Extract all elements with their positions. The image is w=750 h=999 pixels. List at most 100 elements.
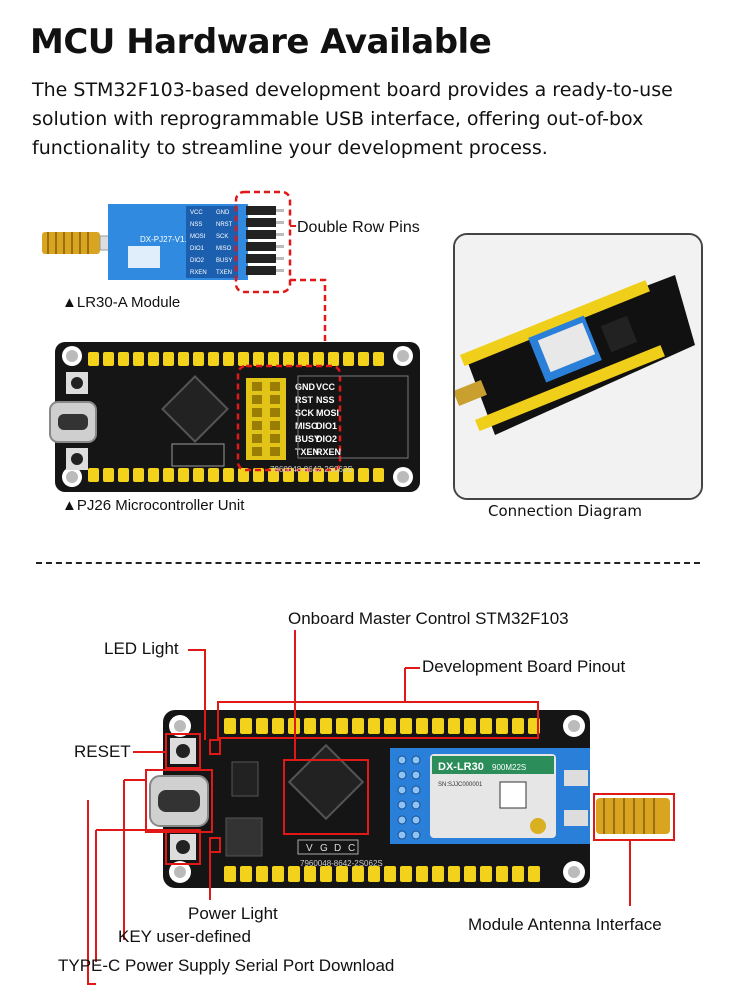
header-pin-label: GND	[295, 382, 316, 392]
board-pin	[320, 866, 332, 882]
header-hole	[270, 395, 280, 404]
module-pad	[411, 800, 421, 810]
pinout-label: Development Board Pinout	[422, 657, 626, 676]
module-pin-label: DIO2	[190, 258, 205, 264]
header-pin-label: DIO2	[316, 434, 337, 444]
board-pin	[268, 352, 279, 366]
board-pin	[448, 866, 460, 882]
board-pin	[253, 468, 264, 482]
board-pin	[256, 866, 268, 882]
vgdc-label: G	[320, 843, 328, 854]
header-hole	[252, 408, 262, 417]
module-pad	[411, 755, 421, 765]
board-pin	[313, 352, 324, 366]
board-pin	[238, 352, 249, 366]
board-pin	[256, 718, 268, 734]
board-pin	[480, 866, 492, 882]
board-pin	[328, 468, 339, 482]
module-antenna	[42, 232, 115, 254]
board-pin	[133, 352, 144, 366]
module-pin-label: BUSY	[216, 258, 232, 264]
intro-paragraph: The STM32F103-based development board pr…	[32, 79, 673, 159]
header-hole	[270, 434, 280, 443]
board-pin	[88, 352, 99, 366]
board-pin	[163, 352, 174, 366]
board-pin	[148, 352, 159, 366]
board-pin	[238, 468, 249, 482]
header-pin	[246, 254, 276, 263]
board-pin	[193, 352, 204, 366]
module-pin-label: TXEN	[216, 270, 232, 276]
mcu-chip	[161, 375, 229, 443]
header-hole	[270, 382, 280, 391]
board-pin	[208, 468, 219, 482]
header-highlight	[236, 364, 342, 472]
board-pin	[448, 718, 460, 734]
header-pin-label: TXEN	[295, 447, 319, 457]
board-pin	[336, 866, 348, 882]
board-pin	[343, 352, 354, 366]
connection-caption: Connection Diagram	[488, 502, 643, 520]
module-pad	[397, 830, 407, 840]
module-label: DX-PJ27-V1.2	[140, 235, 192, 244]
board-pin	[512, 866, 524, 882]
vgdc-label: C	[348, 843, 355, 854]
header-pin-tip	[276, 221, 284, 224]
header-hole	[252, 382, 262, 391]
board-pin	[253, 352, 264, 366]
module-pad	[397, 755, 407, 765]
stm32-chip	[287, 743, 365, 821]
header-pin-label: NSS	[316, 395, 335, 405]
board-pin	[400, 866, 412, 882]
board-pin	[432, 718, 444, 734]
board-pin	[178, 468, 189, 482]
header-pin	[246, 242, 276, 251]
module-pin-label: DIO1	[190, 246, 205, 252]
board-pin	[133, 468, 144, 482]
key-label: KEY user-defined	[118, 927, 251, 946]
board-pin	[240, 866, 252, 882]
board-pin	[373, 352, 384, 366]
reset-label: RESET	[74, 742, 131, 761]
board-pin	[268, 468, 279, 482]
header-pin	[246, 230, 276, 239]
board-pin	[496, 866, 508, 882]
board-pin	[416, 718, 428, 734]
board-pin	[464, 718, 476, 734]
board-pin	[288, 866, 300, 882]
header-hole	[252, 421, 262, 430]
board-pin	[298, 352, 309, 366]
module-pin-label: NRST	[216, 222, 233, 228]
board-pin	[432, 866, 444, 882]
board-pin	[352, 718, 364, 734]
board-pin	[368, 718, 380, 734]
module-pin-label: GND	[216, 210, 230, 216]
module-pad	[411, 830, 421, 840]
typec-label: TYPE-C Power Supply Serial Port Download	[58, 956, 395, 975]
header-pin-tip	[276, 245, 284, 248]
module-pin-label: SCK	[216, 234, 228, 240]
module-pin-label: MOSI	[190, 234, 206, 240]
board-pin	[320, 718, 332, 734]
board-pin	[384, 718, 396, 734]
svg-text:SN:SJJC000001: SN:SJJC000001	[438, 782, 483, 788]
sma-antenna	[596, 798, 670, 834]
board-pin	[400, 718, 412, 734]
board-pin	[118, 352, 129, 366]
board-pin	[416, 866, 428, 882]
header-hole	[270, 447, 280, 456]
board-pin	[480, 718, 492, 734]
module-name: DX-LR30	[438, 761, 484, 773]
header-pin	[246, 206, 276, 215]
board-pin	[313, 468, 324, 482]
board-pin	[272, 866, 284, 882]
board-pin	[298, 468, 309, 482]
header-pin-tip	[276, 257, 284, 260]
board-pin	[464, 866, 476, 882]
section-divider	[36, 562, 700, 564]
double-row-pins-label: Double Row Pins	[297, 219, 420, 236]
header-pin-label: RST	[295, 395, 314, 405]
onboard-master-label: Onboard Master Control STM32F103	[288, 609, 569, 628]
board-pin	[328, 352, 339, 366]
module-pad	[397, 815, 407, 825]
